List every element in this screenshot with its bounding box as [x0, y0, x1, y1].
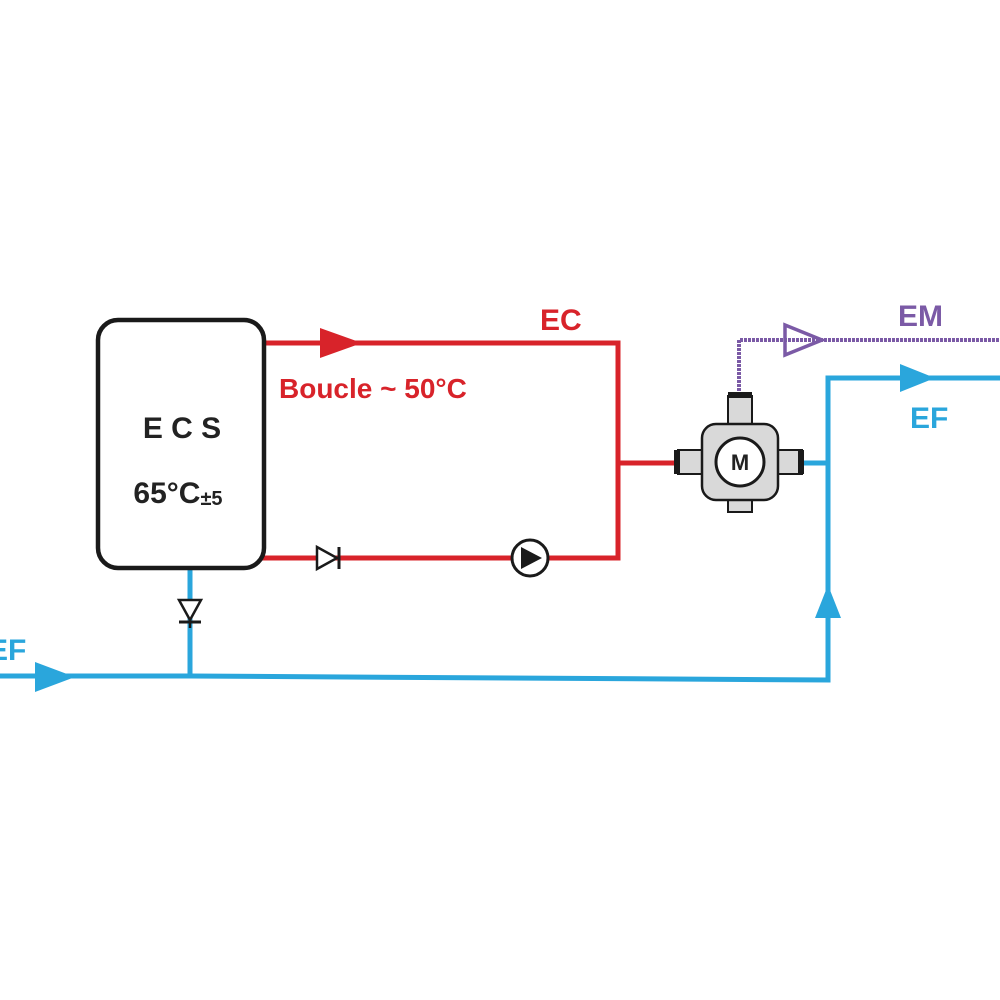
cold-main-pipe: [0, 375, 1000, 683]
mixed-water-line: [737, 322, 1000, 395]
pump-icon: [510, 538, 550, 578]
cold-riser-arrow: [815, 585, 841, 618]
cold-water-out-label: EF: [910, 402, 948, 435]
cold-outlet-arrow: [900, 364, 935, 392]
cold-inlet-arrow: [35, 662, 75, 692]
hot-supply-pipe: [262, 340, 621, 561]
motorized-mixing-valve-icon: M: [674, 392, 804, 513]
cold-water-in-label: EF: [0, 634, 26, 667]
mixed-water-label: EM: [898, 300, 943, 333]
loop-temperature-label: Boucle ~ 50°C: [279, 373, 467, 404]
hot-flow-arrow: [320, 328, 362, 358]
valve-motor-label: M: [731, 450, 749, 475]
check-valve-icon: [315, 544, 341, 572]
hot-water-loop: [262, 328, 680, 561]
hot-water-tank: E C S 65°C±5: [95, 317, 267, 571]
check-valve-icon: [176, 598, 204, 628]
cold-water-network: [0, 364, 1000, 692]
hot-water-label: EC: [540, 304, 582, 337]
mixed-outlet-pipe: [737, 338, 1000, 395]
mixed-flow-arrow: [783, 322, 827, 358]
tank-name: E C S: [143, 412, 221, 445]
tank-temperature: 65°C±5: [133, 477, 222, 510]
